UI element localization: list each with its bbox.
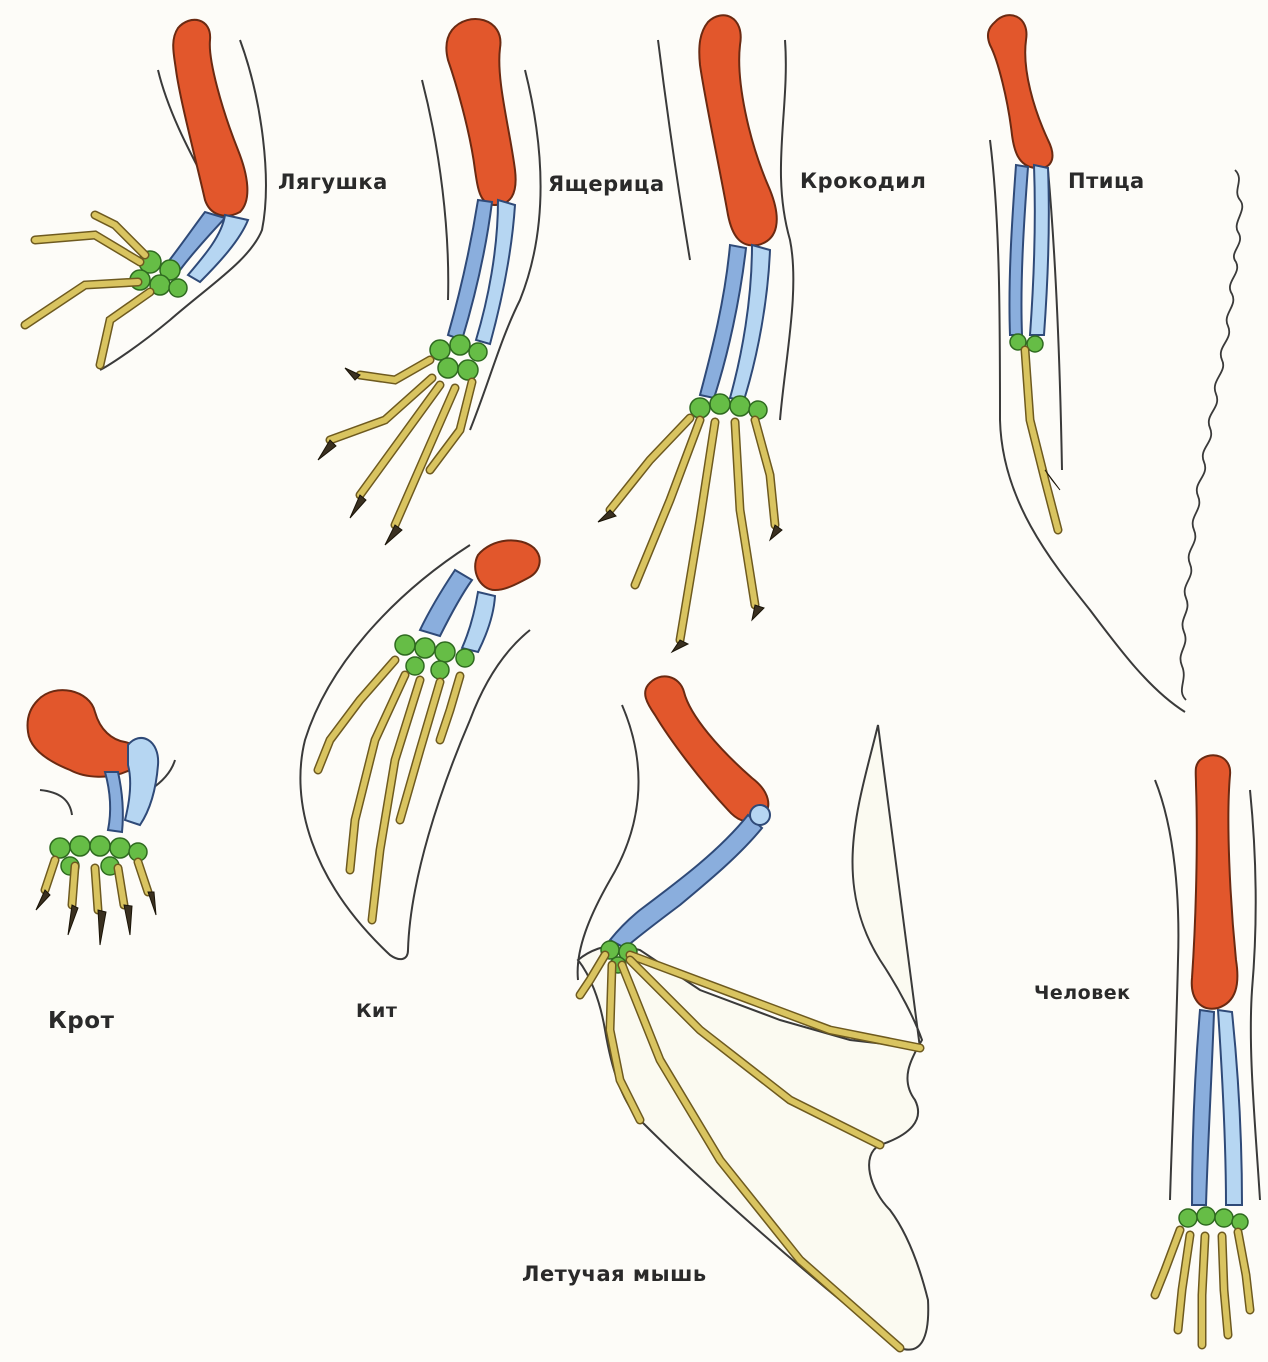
lizard-limb	[318, 19, 541, 545]
label-human: Человек	[1034, 982, 1131, 1004]
whale-flipper	[300, 540, 539, 959]
label-frog: Лягушка	[278, 170, 388, 194]
human-arm	[1155, 755, 1260, 1345]
crocodile-limb	[598, 15, 793, 652]
bird-wing	[988, 15, 1242, 712]
frog-limb	[25, 20, 266, 370]
label-whale: Кит	[356, 1000, 397, 1022]
label-crocodile: Крокодил	[800, 169, 926, 193]
label-bat: Летучая мышь	[522, 1262, 707, 1286]
label-bird: Птица	[1068, 169, 1145, 193]
label-lizard: Ящерица	[548, 172, 665, 196]
bat-wing	[578, 676, 929, 1349]
label-mole: Крот	[48, 1008, 114, 1034]
mole-limb	[27, 690, 175, 945]
